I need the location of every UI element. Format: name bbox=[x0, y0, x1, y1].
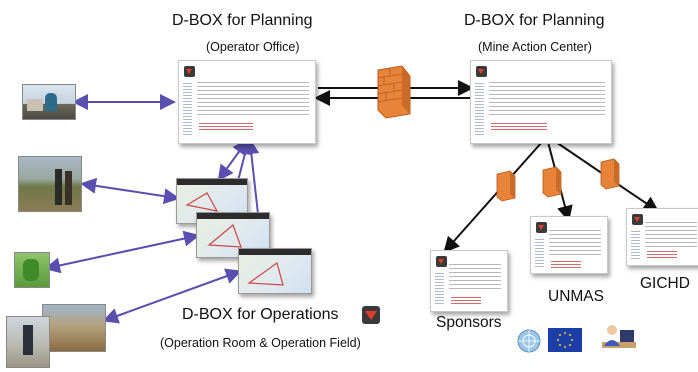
gichd-label: GICHD bbox=[640, 275, 690, 292]
operation-field-photo bbox=[42, 304, 106, 352]
dbox-logo-icon bbox=[184, 66, 195, 77]
planning-center-screen bbox=[470, 60, 612, 144]
dbox-logo-icon bbox=[536, 222, 547, 233]
dbox-logo-icon bbox=[436, 256, 447, 267]
dbox-logo-icon bbox=[476, 66, 487, 77]
unmas-screen bbox=[530, 216, 608, 274]
user-at-desk-icon bbox=[602, 325, 636, 348]
operations-title: D-BOX for Operations bbox=[182, 306, 339, 323]
un-logo-icon bbox=[517, 329, 541, 353]
planning-office-subtitle: (Operator Office) bbox=[206, 40, 300, 54]
sponsors-label: Sponsors bbox=[436, 314, 502, 331]
planning-center-title: D-BOX for Planning bbox=[464, 12, 605, 29]
deminer-photo bbox=[14, 252, 50, 288]
firewall-icon bbox=[496, 170, 516, 202]
dbox-logo-icon bbox=[362, 306, 380, 324]
field-worker-photo bbox=[6, 316, 50, 368]
office-operator-photo bbox=[22, 84, 76, 120]
firewall-icon bbox=[542, 166, 562, 198]
firewall-icon bbox=[600, 158, 620, 190]
operations-map-screen-2 bbox=[196, 212, 270, 258]
dbox-logo-icon bbox=[632, 214, 643, 225]
operations-map-screen-3 bbox=[238, 248, 312, 294]
gichd-screen bbox=[626, 208, 698, 266]
unmas-label: UNMAS bbox=[548, 288, 604, 305]
field-team-photo bbox=[18, 156, 82, 212]
planning-office-screen bbox=[178, 60, 316, 144]
planning-office-title: D-BOX for Planning bbox=[172, 12, 313, 29]
operations-subtitle: (Operation Room & Operation Field) bbox=[160, 336, 361, 350]
planning-center-subtitle: (Mine Action Center) bbox=[478, 40, 592, 54]
sponsors-screen bbox=[430, 250, 508, 312]
firewall-icon bbox=[377, 65, 411, 119]
eu-flag-icon bbox=[548, 328, 582, 352]
